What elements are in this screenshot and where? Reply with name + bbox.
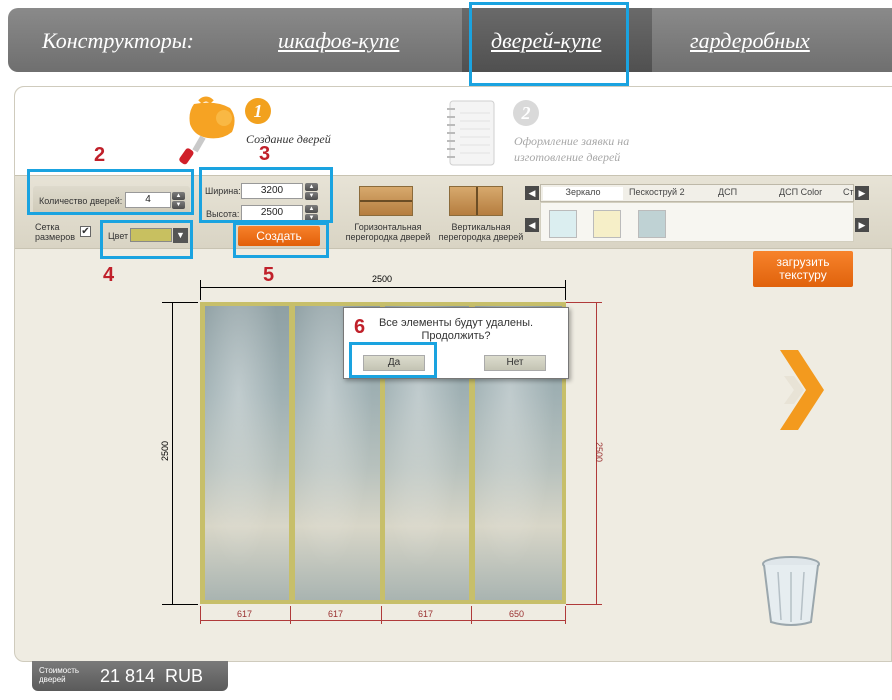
dialog-message: Все элементы будут удалены. Продолжить? [378,317,534,342]
door-panel[interactable] [205,306,289,600]
width-input[interactable]: 3200 [241,183,303,199]
swatch-mirror-light[interactable] [549,210,577,238]
material-tabs: Зеркало Пескоструй 2 ДСП ДСП Color Ст [540,184,854,202]
highlight-box-1 [469,2,629,86]
height-down-button[interactable]: ▼ [305,214,318,222]
width-label: Ширина: [205,186,241,196]
next-step-arrow-icon[interactable] [780,350,832,430]
highlight-box-5 [233,222,329,258]
swatch-mirror-graphite[interactable] [638,210,666,238]
door-1-width: 617 [237,609,253,619]
paint-roller-icon [179,96,235,165]
highlight-box-2 [27,169,194,215]
annotation-5: 5 [263,264,275,286]
nav-link-dressing-rooms[interactable]: гардеробных [690,28,810,53]
door-count-up-button[interactable]: ▲ [172,192,185,200]
top-dimension-value: 2500 [372,274,393,284]
highlight-box-3 [199,167,333,223]
create-button[interactable]: Создать [238,226,320,246]
grid-checkbox[interactable]: ✔ [80,226,91,237]
color-swatch[interactable] [130,228,172,242]
tabs-prev-button[interactable]: ◀ [525,186,539,200]
top-dimension-tick-right [565,280,566,300]
constructor-nav: Конструкторы: шкафов-купе [8,8,892,72]
material-swatches [540,202,854,242]
nav-link-wardrobes[interactable]: шкафов-купе [278,28,400,53]
upload-texture-button[interactable]: загрузить текстуру [753,251,853,287]
tab-glass[interactable]: Ст [843,187,854,197]
right-dimension-line [596,302,597,604]
vertical-partition-label: Вертикальная перегородка дверей [438,222,524,242]
dialog-yes-button[interactable]: Да [363,355,425,371]
bottom-dimension-tick [290,606,291,624]
left-dimension-tick-top [162,302,198,303]
step-1-label: Создание дверей [246,132,331,146]
step-1-badge: 1 [245,98,271,124]
width-down-button[interactable]: ▼ [305,192,318,200]
annotation-6: 6 [354,316,366,338]
swatches-prev-button[interactable]: ◀ [525,218,539,232]
bottom-dimension-tick [565,606,566,624]
horizontal-partition-label: Горизонтальная перегородка дверей [345,222,431,242]
annotation-3: 3 [259,143,271,165]
annotation-4: 4 [103,264,115,286]
grid-label: Сетка размеров [35,222,76,242]
left-dimension-tick-bottom [162,604,198,605]
nav-label: Конструкторы: [42,28,194,53]
tab-chipboard-color[interactable]: ДСП Color [779,187,823,197]
bottom-dimension-tick [381,606,382,624]
width-up-button[interactable]: ▲ [305,183,318,191]
highlight-box-6 [349,342,437,378]
left-dimension-value: 2500 [160,440,171,462]
cost-currency: RUB [165,666,204,686]
cost-panel: Стоимость дверей 21 814 RUB [32,661,228,691]
height-up-button[interactable]: ▲ [305,205,318,213]
door-2-width: 617 [328,609,344,619]
tab-sandblast-2[interactable]: Пескоструй 2 [629,187,685,197]
bottom-dimension-tick [200,606,201,624]
right-dimension-tick-bottom [566,604,602,605]
top-dimension-line [200,287,566,288]
height-label: Высота: [206,209,240,219]
color-label: Цвет [108,231,129,241]
vertical-partition-icon[interactable] [449,186,503,216]
swatches-next-button[interactable]: ▶ [855,218,869,232]
step-2-badge: 2 [513,100,539,126]
highlight-box-4 [100,220,193,259]
nav-link-sliding-doors[interactable]: дверей-купе [491,28,602,53]
bottom-dimension-tick [471,606,472,624]
door-3-width: 617 [418,609,434,619]
chevron-down-icon[interactable]: ▼ [173,228,188,243]
trash-icon[interactable] [760,556,822,628]
tab-chipboard[interactable]: ДСП [718,187,738,197]
tab-mirror[interactable]: Зеркало [543,187,623,200]
cost-value: 21 814 [100,666,156,686]
door-4-width: 650 [509,609,525,619]
bottom-dimension-line [200,620,566,621]
left-dimension-line [172,302,173,604]
swatch-mirror-bronze[interactable] [593,210,621,238]
top-dimension-tick-left [200,280,201,300]
dialog-no-button[interactable]: Нет [484,355,546,371]
notebook-icon [447,100,495,166]
horizontal-partition-icon[interactable] [359,186,413,216]
cost-label: Стоимость дверей [39,666,80,684]
nav-active-tab-bg [462,8,652,72]
step-2-label: Оформление заявки на изготовление дверей [514,134,630,164]
right-dimension-tick-top [566,302,602,303]
tabs-next-button[interactable]: ▶ [855,186,869,200]
door-count-input[interactable]: 4 [125,192,171,208]
door-count-label: Количество дверей: [39,196,123,206]
right-dimension-value: 2500 [594,441,605,463]
door-count-down-button[interactable]: ▼ [172,201,185,209]
annotation-2: 2 [94,144,106,166]
